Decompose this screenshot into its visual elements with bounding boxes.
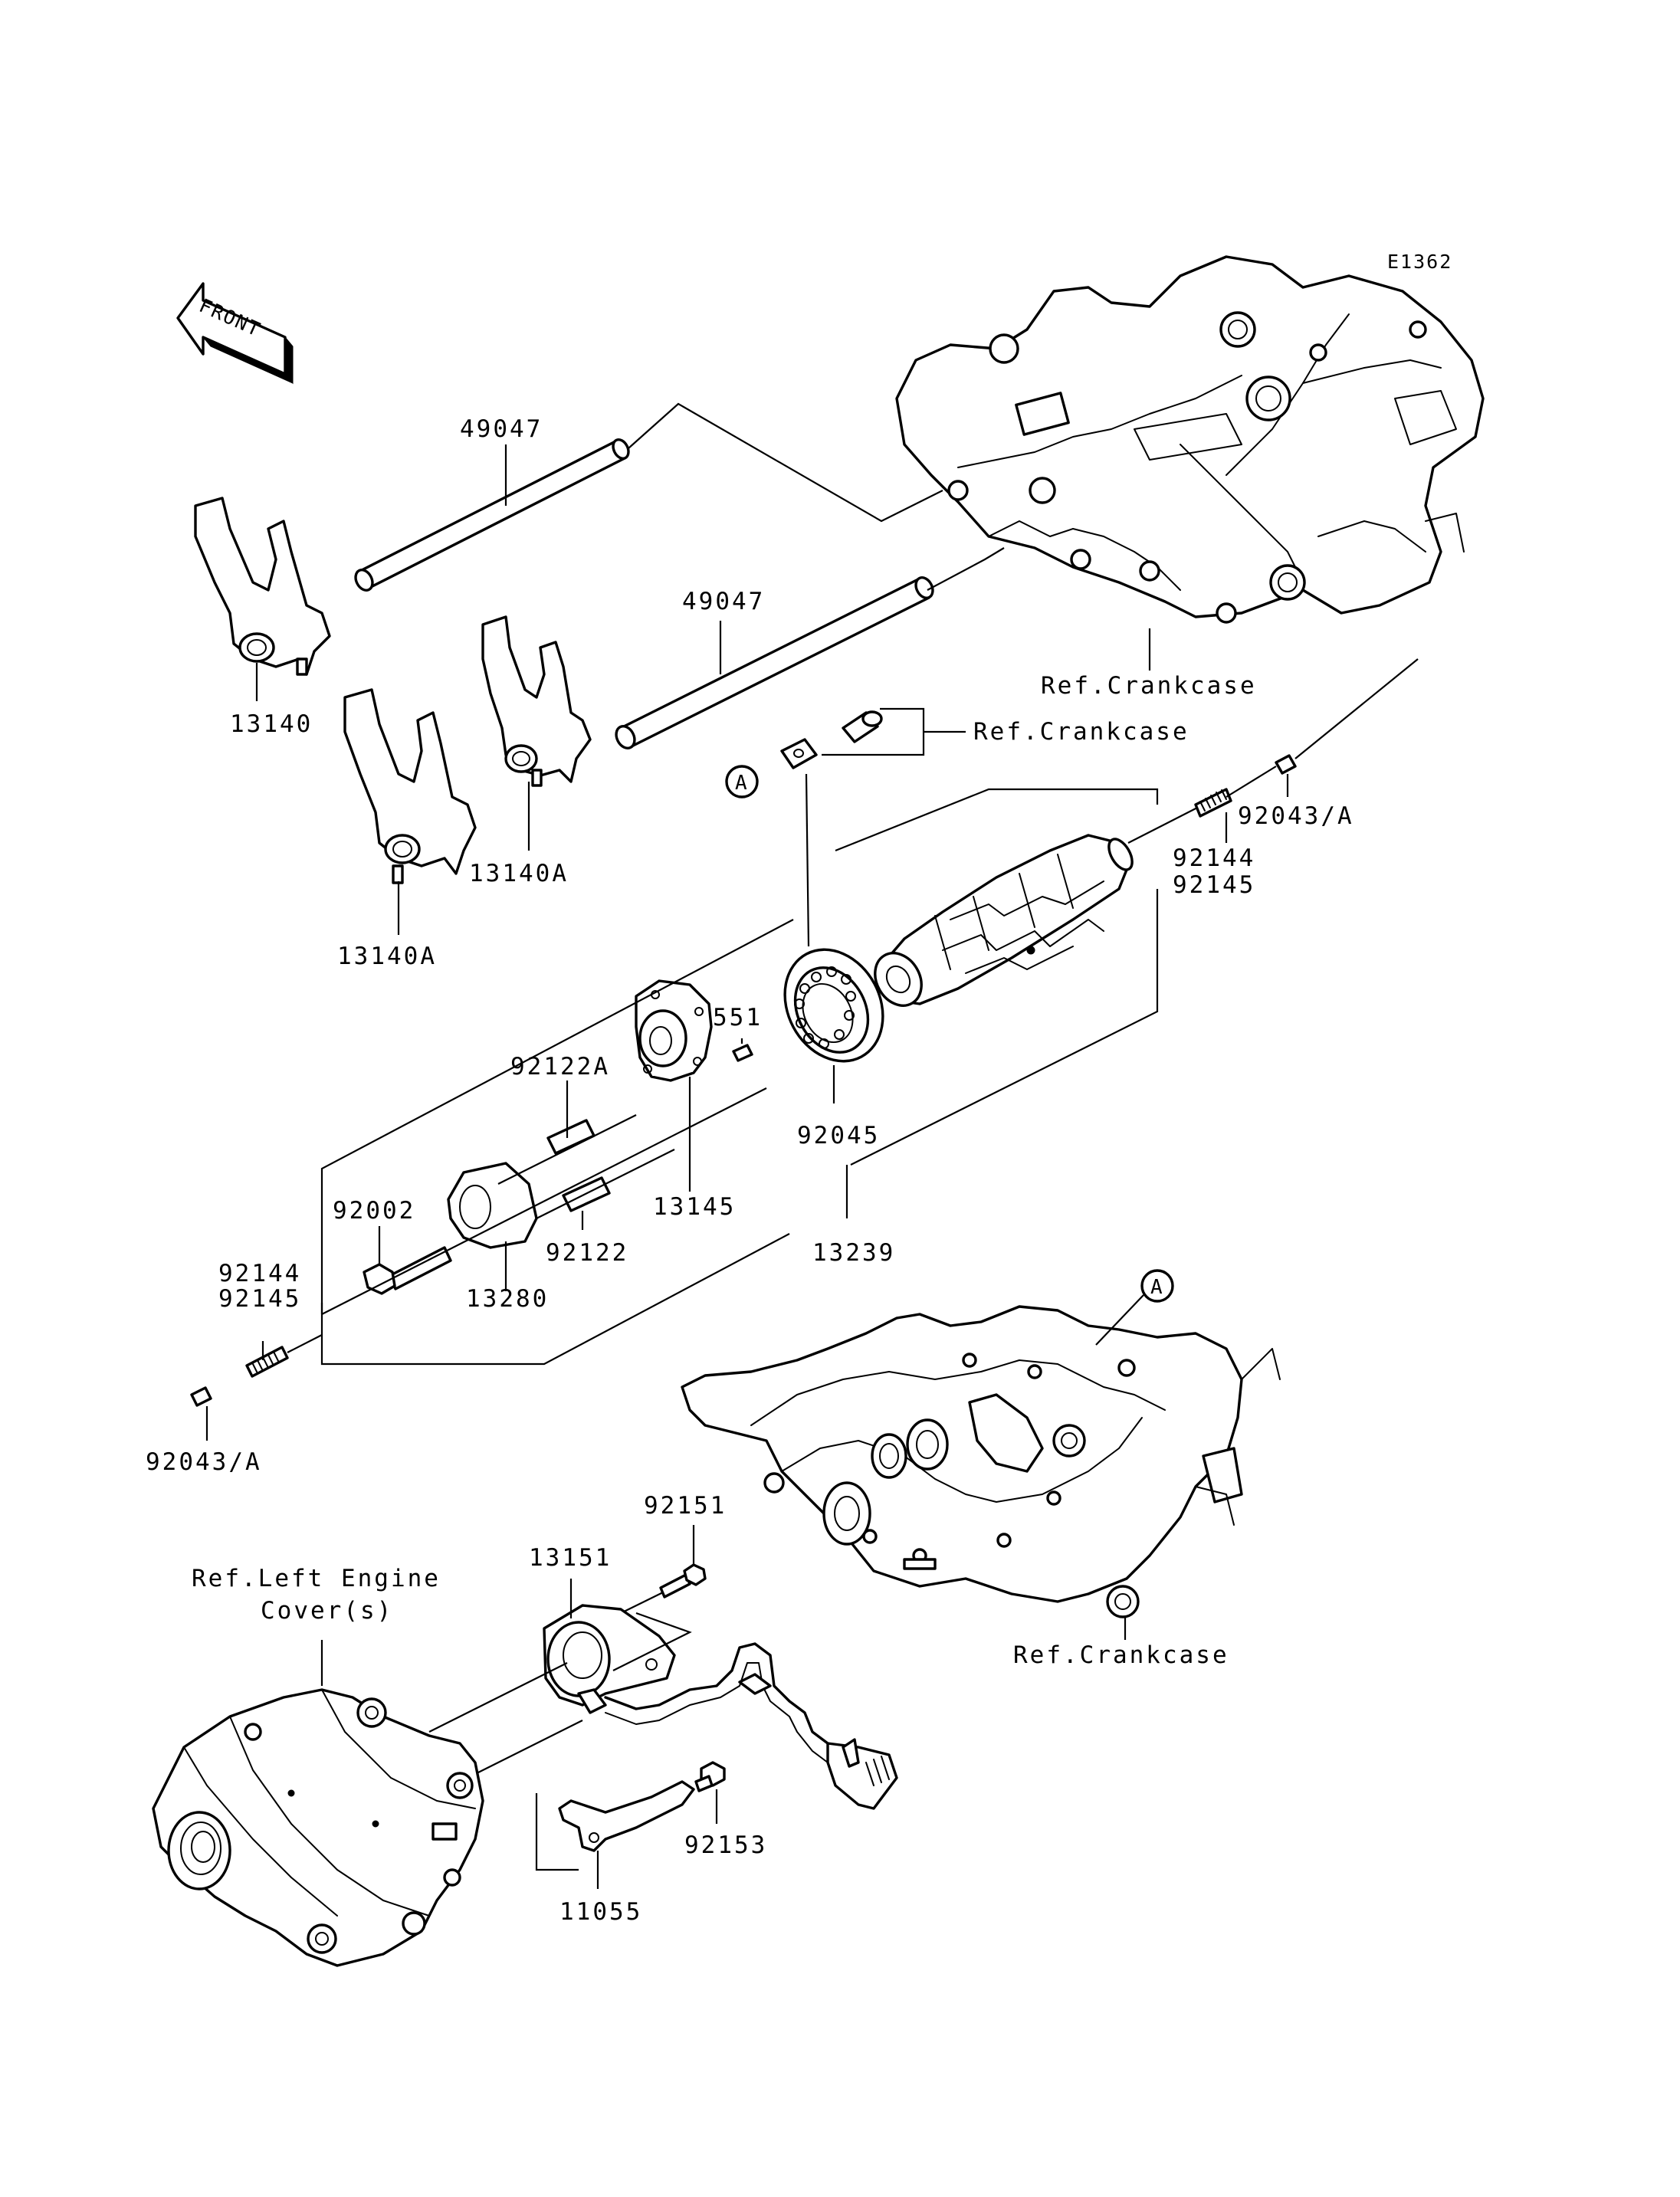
label-fork-left: 13140 <box>230 710 313 738</box>
label-cover-2: Cover(s) <box>261 1597 393 1625</box>
bolt-92002 <box>363 1246 452 1295</box>
leader-a-bottom <box>1095 1294 1144 1346</box>
label-spring-right-a: 92144 <box>1173 844 1255 872</box>
label-crankcase-bolt: Ref.Crankcase <box>973 718 1189 746</box>
label-fork-right: 13140A <box>469 860 569 887</box>
leader-shaft-upper <box>628 402 943 523</box>
shift-fork-13140a-right <box>481 615 592 851</box>
shift-shaft-upper <box>354 438 630 592</box>
leader-drum-box-top <box>835 788 1159 852</box>
label-crankcase-bottom: Ref.Crankcase <box>1013 1641 1229 1669</box>
leader-left-box-bottom <box>320 1233 790 1366</box>
ref-marker-a-bottom-text: A <box>1150 1276 1163 1299</box>
ref-marker-a-top <box>725 765 759 798</box>
label-bolt-92151: 92151 <box>644 1492 727 1520</box>
crankcase-lower <box>681 1305 1281 1618</box>
label-holder: 13145 <box>653 1193 736 1221</box>
label-shaft-lower: 49047 <box>682 588 765 615</box>
label-spring-left-a: 92144 <box>218 1260 301 1287</box>
label-shaft-upper: 49047 <box>460 415 543 443</box>
leader-spring-left-link <box>287 1334 323 1353</box>
leader-pin-crankcase <box>1294 658 1419 759</box>
crankcase-upper <box>895 255 1485 624</box>
pin-left <box>190 1386 212 1407</box>
label-crankcase-top: Ref.Crankcase <box>1041 672 1257 700</box>
axis-line-cam <box>497 1114 637 1185</box>
label-sensor: 13151 <box>529 1544 612 1572</box>
front-arrow-icon: FRONT <box>176 282 294 385</box>
label-bolt-92002: 92002 <box>333 1197 415 1225</box>
label-pin-92122a: 92122A <box>510 1053 610 1080</box>
bearing <box>783 948 884 1063</box>
label-drum: 13239 <box>812 1239 895 1267</box>
ref-marker-a-top-text: A <box>735 772 747 795</box>
label-pin-92122: 92122 <box>546 1239 628 1267</box>
bracket-11055 <box>558 1780 695 1852</box>
bolt-crankcase-ref <box>842 710 883 743</box>
shift-shaft-lower <box>615 576 934 749</box>
label-pin-left: 92043/A <box>146 1448 262 1476</box>
label-pin-551: 551 <box>713 1004 763 1031</box>
axis-line-cam-low <box>536 1149 675 1219</box>
pin-right <box>1275 754 1297 775</box>
washer-a <box>780 738 818 769</box>
shift-drum <box>874 834 1134 1007</box>
pin-holder <box>635 979 713 1082</box>
leader-left-box <box>320 919 794 1314</box>
bolt-92153 <box>694 1761 726 1792</box>
label-bracket: 11055 <box>559 1898 642 1926</box>
spring-left <box>245 1346 289 1378</box>
leader-sensor-box <box>612 1612 692 1671</box>
spring-right <box>1194 788 1232 818</box>
label-bolt-92153: 92153 <box>684 1831 767 1859</box>
shift-fork-13140 <box>194 497 331 701</box>
leader-drum-box-right <box>850 889 1159 1166</box>
label-bearing: 92045 <box>797 1122 880 1149</box>
leader-a-top <box>805 773 810 947</box>
leader-pin-right-link <box>1226 766 1277 798</box>
label-cover-1: Ref.Left Engine <box>192 1565 441 1592</box>
gear-position-sensor <box>543 1604 898 1810</box>
leader-drum-spring <box>1127 804 1204 844</box>
axis-sensor-upper <box>428 1662 568 1733</box>
label-fork-middle: 13140A <box>337 943 437 970</box>
bolt-92151 <box>659 1563 707 1599</box>
label-spring-left-b: 92145 <box>218 1285 301 1313</box>
diagram-id: E1362 <box>1387 251 1452 273</box>
leader-shaft-lower <box>927 547 1005 591</box>
shift-fork-13140a-left <box>343 688 477 935</box>
left-engine-cover <box>152 1688 484 1967</box>
label-cam: 13280 <box>466 1285 549 1313</box>
label-spring-right-b: 92145 <box>1173 871 1255 899</box>
leader-bracket-box <box>535 1793 579 1871</box>
pin-551 <box>732 1044 753 1062</box>
ref-marker-a-bottom <box>1140 1269 1174 1303</box>
shift-cam <box>447 1162 538 1249</box>
label-pin-right: 92043/A <box>1238 802 1354 830</box>
leader-left-axis <box>321 1087 767 1315</box>
